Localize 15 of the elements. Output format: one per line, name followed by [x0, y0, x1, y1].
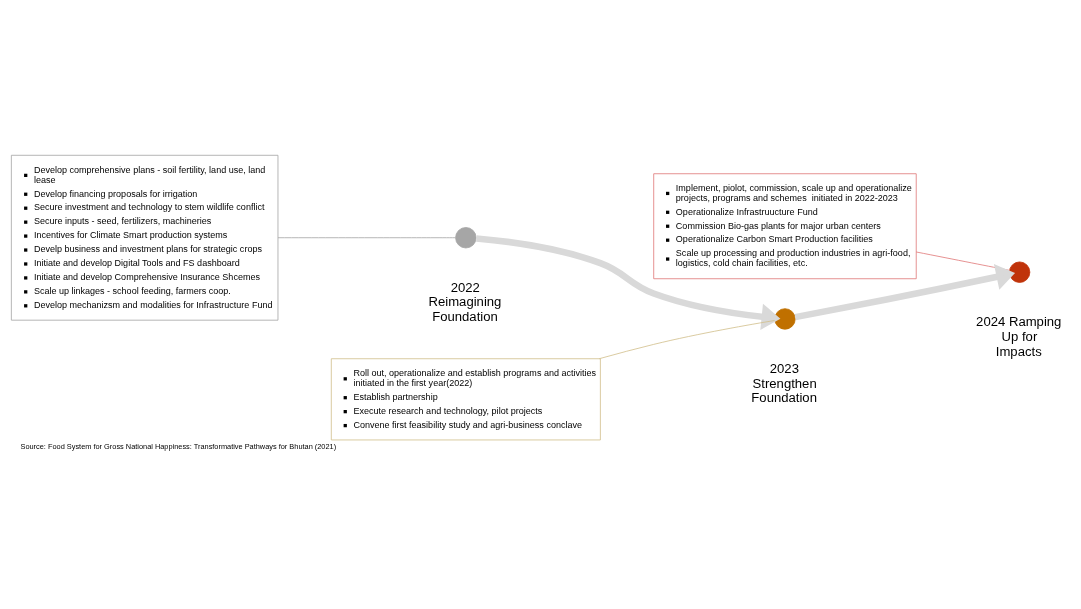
node-box: Implement, piolot, commission, scale up and operationalize projects, programs and schemes initiated in 2022-2023 Operationalize Infrastruucture Fund Commission Bio-gas plants for major urban centers Operationalize Carbon Smart Production facilities Scale up processing and production industries in agri-food, logistics, cold chain facilities, etc.	[653, 172, 917, 279]
arrow	[476, 234, 781, 330]
node-box: Develop comprehensive plans - soil fertility, land use, land lease Develop financing proposals for irrigation Secure investment and technology to stem wildlife conflict Secure inputs - seed, fertilizers, machineries Incentives for Climate Smart production systems Develp business and investment plans for strategic crops Initiate and develop Digital Tools and FS dashboard Initiate and develop Comprehensive Insurance Shcemes Scale up linkages - school feeding, farmers coop. Develop mechanizsm and modalities for Infrastructure Fund	[10, 154, 279, 321]
node-circle	[774, 307, 796, 330]
node-label: 2022 Reimagining Foundation	[428, 279, 502, 324]
node-circle	[1008, 261, 1031, 283]
connector	[915, 251, 1010, 271]
arrow	[794, 263, 1016, 320]
node-circle	[455, 226, 477, 248]
connector	[598, 319, 775, 359]
caption: Source: Food System for Gross National Happiness: Transformative Pathways for Bhutan (2021)	[20, 441, 337, 451]
node-label: 2023 Strengthen Foundation	[751, 360, 817, 405]
connector	[277, 236, 456, 238]
node-box: Roll out, operationalize and establish programs and activities initiated in the first year(2022) Establish partnership Execute research and technology, pilot projects Convene first feasibility study and agri-business conclave	[330, 357, 601, 440]
node-label: 2024 Ramping Up for Impacts	[976, 313, 1062, 359]
